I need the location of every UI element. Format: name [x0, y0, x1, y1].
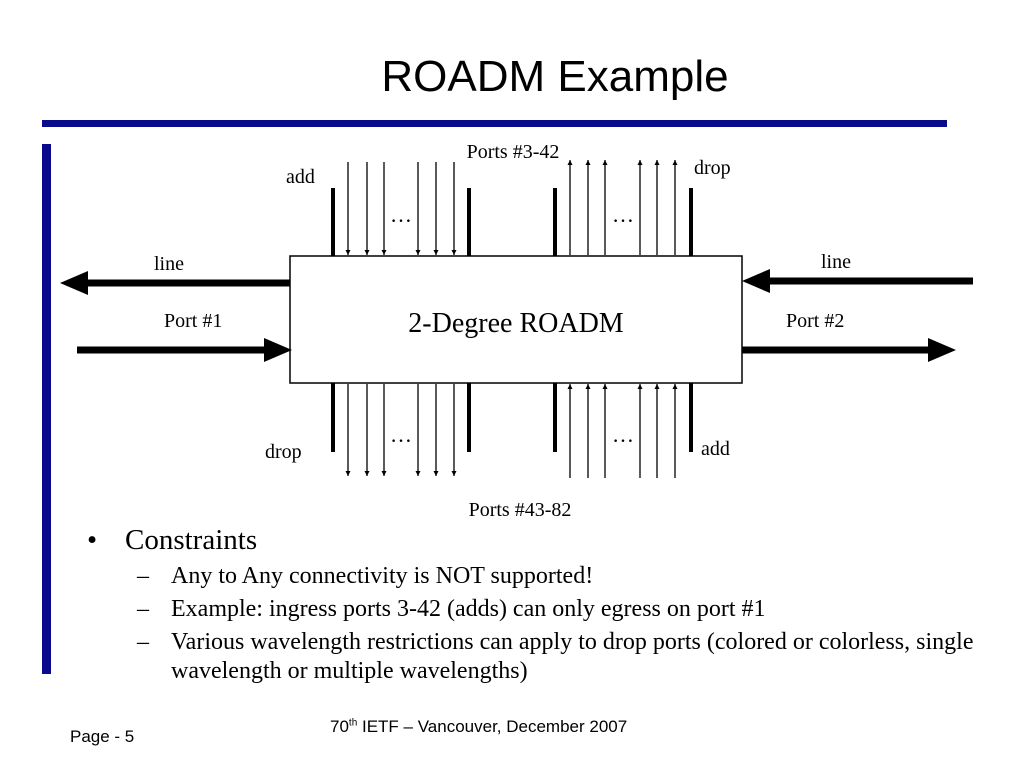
bottom-drop-arrows [345, 384, 457, 476]
bullet-glyph: • [87, 524, 98, 556]
footer-event: 70th IETF – Vancouver, December 2007 [330, 717, 627, 737]
top-drop-label: drop [694, 157, 731, 179]
left-port-label: Port #1 [164, 310, 222, 332]
roadm-label: 2-Degree ROADM [408, 308, 623, 339]
constraint-item: – Example: ingress ports 3-42 (adds) can… [87, 595, 987, 624]
right-port-label: Port #2 [786, 310, 844, 332]
ellipsis-bottom-right: … [612, 422, 634, 447]
right-port-arrow [742, 338, 956, 362]
slide-title: ROADM Example [381, 52, 729, 101]
constraint-item: – Various wavelength restrictions can ap… [87, 628, 987, 686]
bottom-ports-label: Ports #43-82 [469, 499, 572, 521]
constraint-text: Any to Any connectivity is NOT supported… [171, 563, 594, 589]
left-line-arrow [60, 271, 290, 295]
constraints-heading-item: • Constraints [87, 522, 987, 558]
page-number: Page - 5 [70, 727, 135, 746]
right-line-label: line [821, 251, 851, 273]
top-add-arrows [345, 162, 457, 255]
left-accent-bar [42, 144, 51, 674]
event-text: IETF – Vancouver, December 2007 [357, 717, 628, 736]
bottom-add-arrows [567, 384, 678, 478]
constraint-text: Example: ingress ports 3-42 (adds) can o… [171, 596, 766, 622]
top-drop-arrows [567, 160, 678, 255]
dash-glyph: – [137, 563, 149, 589]
dash-glyph: – [137, 596, 149, 622]
constraints-list: • Constraints – Any to Any connectivity … [87, 522, 987, 686]
constraint-item: – Any to Any connectivity is NOT support… [87, 562, 987, 591]
bottom-add-label: add [701, 438, 730, 460]
top-add-label: add [286, 166, 315, 188]
event-ordinal-suffix: th [348, 717, 358, 729]
event-number: 70 [330, 717, 349, 736]
roadm-box [289, 255, 743, 384]
ellipsis-top-left: … [390, 202, 412, 227]
constraint-text: Various wavelength restrictions can appl… [171, 629, 974, 684]
right-line-arrow [742, 269, 973, 293]
ellipsis-bottom-left: … [390, 422, 412, 447]
ellipsis-top-right: … [612, 202, 634, 227]
dash-glyph: – [137, 629, 149, 655]
bottom-drop-label: drop [265, 441, 302, 463]
left-port-arrow [77, 338, 292, 362]
title-underline [42, 120, 947, 127]
top-ports-label: Ports #3-42 [467, 141, 560, 163]
left-line-label: line [154, 253, 184, 275]
bracket-bars [331, 188, 693, 452]
constraints-heading: Constraints [125, 524, 258, 556]
